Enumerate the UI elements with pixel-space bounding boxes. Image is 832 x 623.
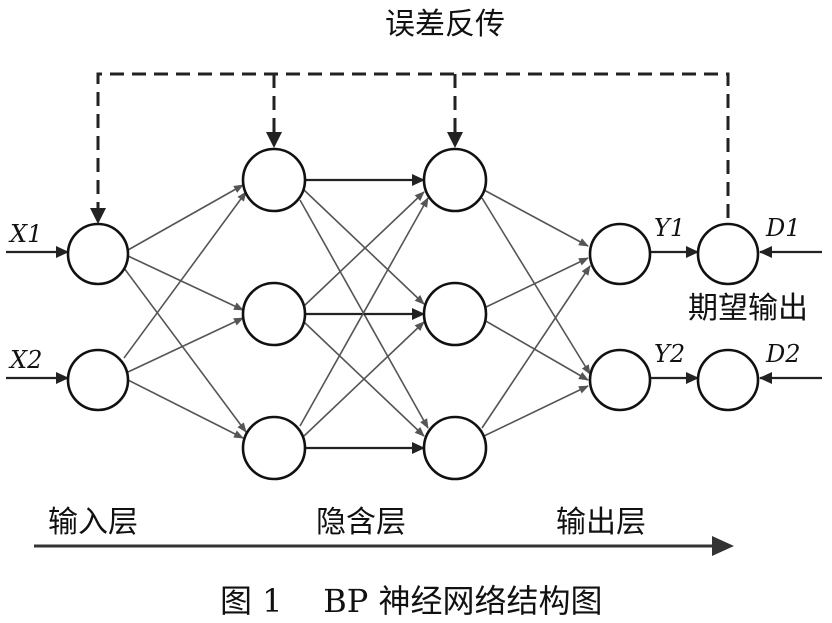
output-layer-nodes (588, 222, 652, 412)
feedback-label: 误差反传 (385, 7, 505, 42)
input-arrows (6, 246, 69, 384)
desired-node-1 (696, 222, 760, 286)
output-label-y2: Y2 (654, 340, 685, 368)
desired-arrows (759, 246, 822, 384)
feedback-loop (90, 72, 730, 224)
connections-input-hidden1 (123, 184, 247, 439)
input-label-x1: X1 (8, 220, 42, 248)
hidden2-node-3 (422, 415, 488, 481)
output-node-2 (588, 348, 652, 412)
hidden-layer-1-nodes (241, 147, 307, 481)
hidden-layer-2-nodes (422, 147, 488, 481)
desired-label-d1: D1 (765, 214, 801, 242)
connections-hidden2-output (481, 189, 591, 437)
input-node-1 (66, 222, 130, 286)
hidden1-node-1 (241, 147, 307, 213)
hidden2-node-1 (422, 147, 488, 213)
desired-label-d2: D2 (765, 340, 801, 368)
forward-direction-arrow (34, 536, 734, 556)
output-label-y1: Y1 (654, 214, 685, 242)
output-node-1 (588, 222, 652, 286)
output-layer-label: 输出层 (556, 505, 646, 540)
hidden2-node-2 (422, 281, 488, 347)
input-label-x2: X2 (8, 346, 42, 374)
desired-output-label: 期望输出 (688, 291, 808, 326)
output-to-desired-arrows (650, 246, 699, 384)
hidden1-node-3 (241, 415, 307, 481)
figure-caption: 图 1 BP 神经网络结构图 (220, 582, 602, 620)
connections-hidden1-hidden2 (299, 174, 429, 454)
input-layer-nodes (66, 222, 130, 412)
hidden-layer-label: 隐含层 (316, 505, 406, 540)
hidden1-node-2 (241, 281, 307, 347)
input-node-2 (66, 348, 130, 412)
desired-node-2 (696, 348, 760, 412)
desired-output-nodes (696, 222, 760, 412)
input-layer-label: 输入层 (48, 505, 138, 540)
